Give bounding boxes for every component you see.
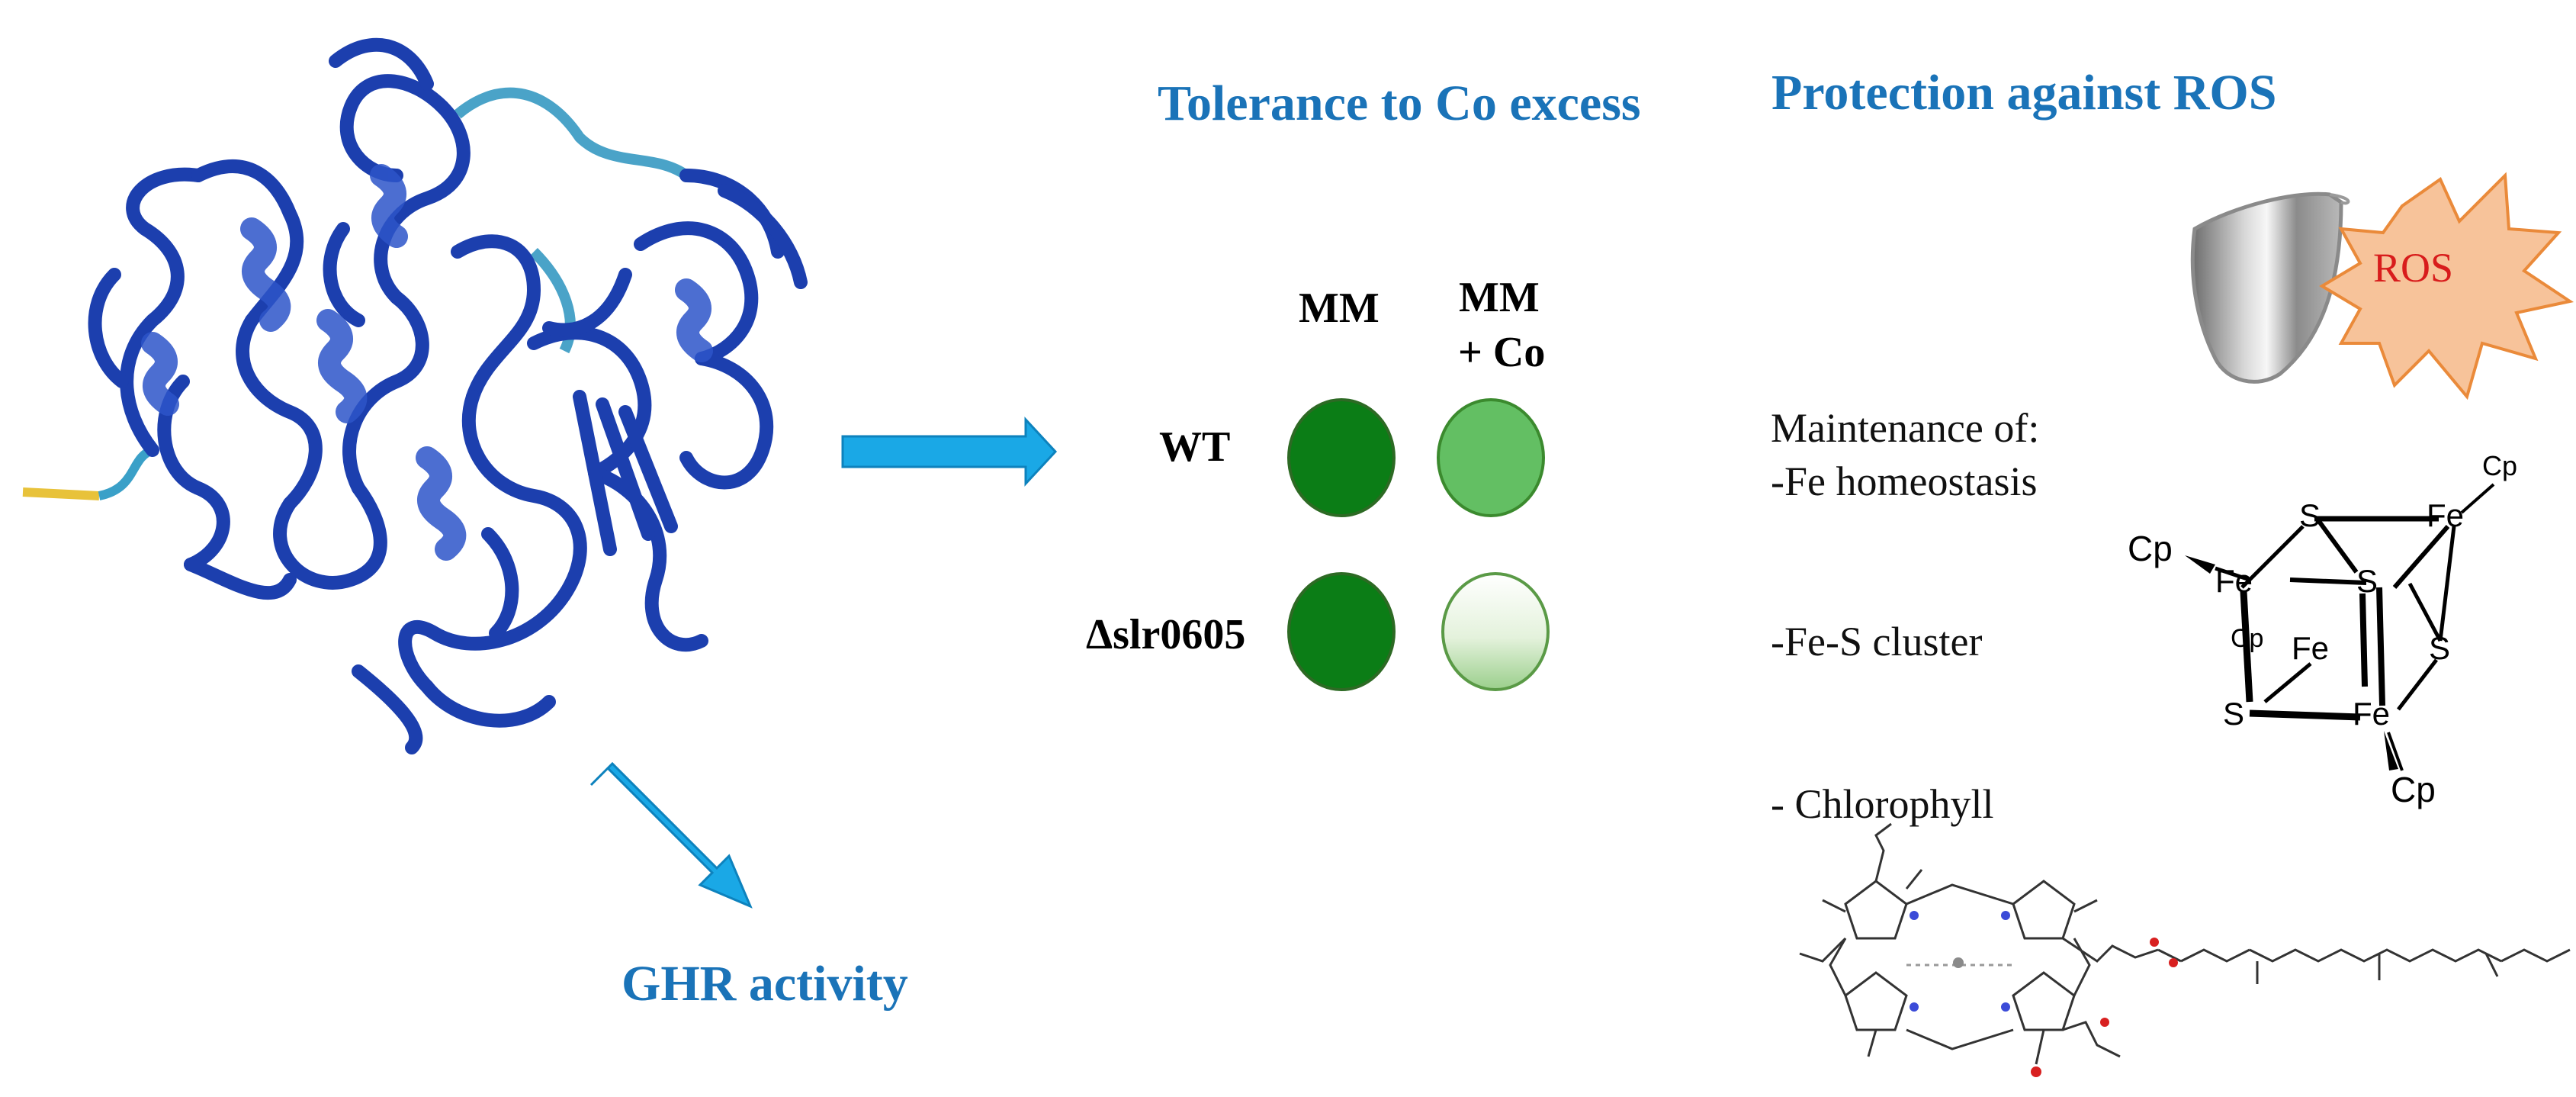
protection-heading: Protection against ROS [1771, 65, 2277, 121]
chlorophyll-heteroatoms [1910, 911, 2178, 1077]
protein-structure-image [22, 37, 808, 754]
chlorophyll-structure [1799, 822, 2571, 1065]
cluster-atom-s-top: S [2299, 497, 2321, 533]
row-label-wt: WT [1159, 423, 1231, 471]
fe-s-cluster-structure [2185, 483, 2495, 771]
cluster-ligand-cp-left: Cp [2128, 529, 2173, 568]
cluster-atom-s-bottom: S [2223, 696, 2245, 732]
shield-icon [2190, 191, 2350, 384]
spot-wt-mm-co [1437, 398, 1545, 517]
cluster-ligand-cp-bottom: Cp [2391, 770, 2436, 809]
cluster-ligand-cp-center: Cp [2231, 624, 2264, 653]
cluster-atom-fe-bottom: Fe [2353, 696, 2391, 732]
maintenance-item-fe-homeostasis: -Fe homeostasis [1771, 458, 2038, 504]
spot-wt-mm [1287, 398, 1396, 517]
tolerance-heading: Tolerance to Co excess [1158, 76, 1641, 131]
column-header-mm-co-line1: MM [1459, 274, 1540, 321]
maintenance-item-chlorophyll: - Chlorophyll [1771, 781, 1994, 827]
cluster-atom-fe-left: Fe [2215, 563, 2253, 599]
ros-burst-icon [2319, 172, 2574, 401]
cluster-ligand-cp-top-right: Cp [2482, 450, 2518, 481]
column-header-mm-co-line2: + Co [1458, 329, 1546, 376]
arrow-right-icon [841, 417, 1058, 487]
maintenance-intro: Maintenance of: [1771, 405, 2040, 451]
ros-label: ROS [2373, 245, 2454, 291]
ghr-activity-label: GHR activity [622, 956, 908, 1012]
column-header-mm: MM [1299, 285, 1380, 332]
arrow-down-right-icon [589, 761, 753, 909]
cluster-atom-s-middle: S [2356, 563, 2378, 599]
cluster-atom-fe-center: Fe [2292, 630, 2330, 666]
maintenance-item-fe-s-cluster: -Fe-S cluster [1771, 619, 1983, 664]
spot-mutant-mm-co [1441, 572, 1550, 691]
cluster-atom-s-right: S [2429, 630, 2451, 666]
row-label-mutant: Δslr0605 [1086, 611, 1246, 658]
spot-mutant-mm [1287, 572, 1396, 691]
cluster-atom-fe-top-right: Fe [2427, 497, 2465, 533]
